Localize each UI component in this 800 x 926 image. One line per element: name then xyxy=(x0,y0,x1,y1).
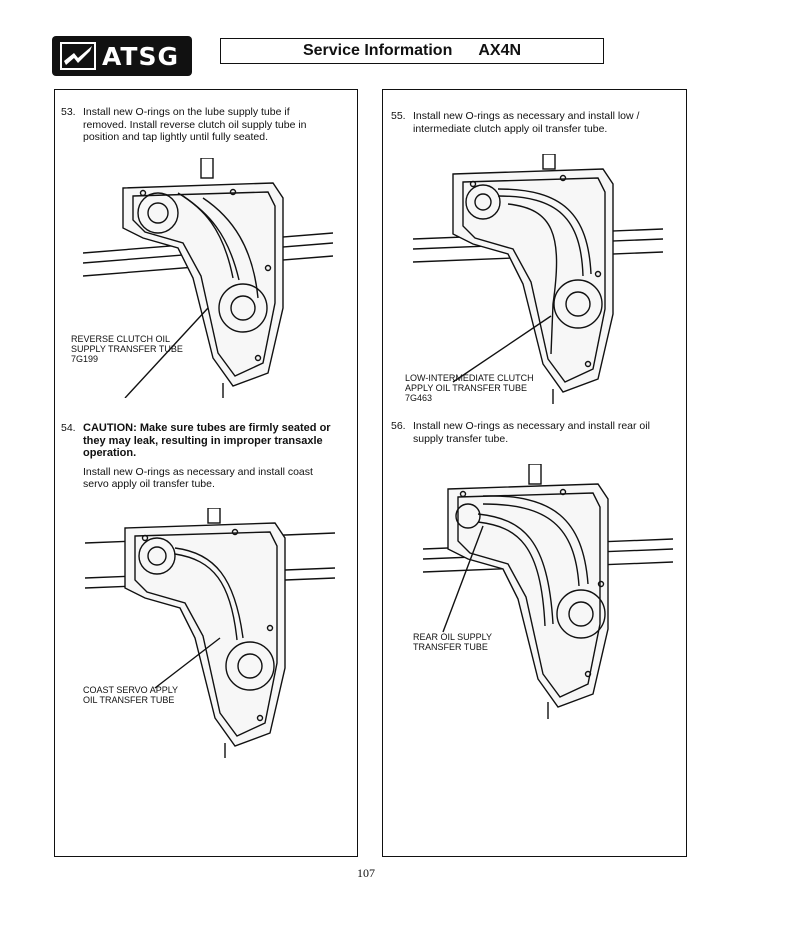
diagram-step-54 xyxy=(85,508,335,758)
transaxle-diagram-icon xyxy=(413,154,663,404)
transaxle-diagram-icon xyxy=(85,508,335,758)
step-text: Install new O-rings on the lube supply t… xyxy=(83,106,307,143)
header-banner: Service Information AX4N xyxy=(220,38,604,64)
callout-rear-oil-tube: REAR OIL SUPPLY TRANSFER TUBE xyxy=(413,632,492,652)
atsg-logo-mark-icon xyxy=(60,42,96,70)
atsg-logo: ATSG xyxy=(52,36,192,76)
caution-text: CAUTION: Make sure tubes are firmly seat… xyxy=(83,422,331,459)
header-model: AX4N xyxy=(478,42,522,59)
step-number: 56. xyxy=(391,420,406,432)
diagram-step-56 xyxy=(423,464,673,719)
right-panel: 55. Install new O-rings as necessary and… xyxy=(382,89,687,857)
left-panel: 53. Install new O-rings on the lube supp… xyxy=(54,89,358,857)
transaxle-diagram-icon xyxy=(423,464,673,719)
header-title: Service Information xyxy=(302,42,453,59)
step-text: Install new O-rings as necessary and ins… xyxy=(83,465,313,491)
step-text: Install new O-rings as necessary and ins… xyxy=(413,420,650,445)
step-text: Install new O-rings as necessary and ins… xyxy=(413,110,640,135)
callout-low-intermediate-tube: LOW-INTERMEDIATE CLUTCH APPLY OIL TRANSF… xyxy=(405,373,534,403)
step-number: 55. xyxy=(391,110,406,122)
page-number: 107 xyxy=(357,866,375,880)
logo-text: ATSG xyxy=(102,41,179,71)
callout-coast-servo-tube: COAST SERVO APPLY OIL TRANSFER TUBE xyxy=(83,685,178,705)
diagram-step-53 xyxy=(83,158,333,398)
transaxle-diagram-icon xyxy=(83,158,333,398)
callout-reverse-clutch-tube: REVERSE CLUTCH OIL SUPPLY TRANSFER TUBE … xyxy=(71,334,183,364)
step-number: 53. xyxy=(61,106,76,118)
diagram-step-55 xyxy=(413,154,663,404)
step-number: 54. xyxy=(61,422,76,434)
